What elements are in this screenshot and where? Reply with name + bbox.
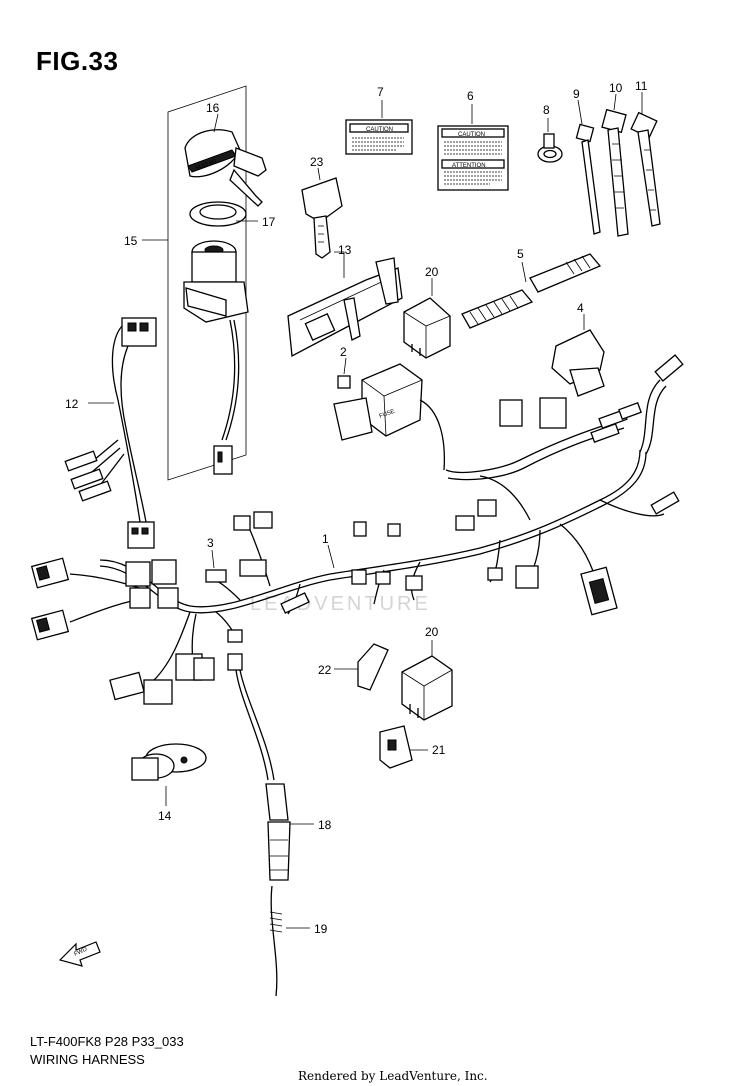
fuse-box-2: FUSE [333,363,446,471]
callout-6: 6 [467,89,474,103]
callout-18: 18 [318,818,332,832]
caution-label-6-text: CAUTION [458,132,485,138]
caution-label-7: CAUTION [345,119,413,155]
switch-14 [131,743,207,781]
callout-16: 16 [206,101,220,115]
callout-10: 10 [609,81,623,95]
callout-21: 21 [432,743,446,757]
callout-22: 22 [318,663,332,677]
callout-9: 9 [573,87,580,101]
callout-15: 15 [124,234,138,248]
callout-13: 13 [338,243,352,257]
cable-tie-11 [630,111,661,227]
sensor-18 [265,783,291,881]
section-name: WIRING HARNESS [30,1052,145,1067]
callout-4: 4 [577,301,584,315]
attention-label-text: ATTENTION [452,163,486,169]
callout-11: 11 [635,79,648,93]
callout-2: 2 [340,345,347,359]
boot-cover-4 [551,329,605,397]
fuse-text: FUSE [379,409,396,420]
bracket-22 [357,643,389,691]
watermark: LEADVENTURE [250,593,431,615]
relay-20-upper [403,297,451,359]
sub-harness-12 [64,317,157,549]
clamp-8 [537,133,563,163]
fwd-arrow-icon: FWD [58,941,101,967]
bracket-13 [287,257,403,358]
figure-title: FIG.33 [36,46,119,76]
connector-21 [379,725,413,769]
cable-tie-10 [601,108,629,237]
callout-14: 14 [158,809,172,823]
corrugated-tube-5 [461,253,602,329]
render-credit: Rendered by LeadVenture, Inc. [298,1069,488,1083]
callout-3: 3 [207,536,214,550]
main-wiring-harness-1 [30,354,684,781]
caution-label-6: CAUTION ATTENTION [437,125,509,191]
ignition-switch-group: SUZUKI [167,85,267,481]
caution-label-7-text: CAUTION [366,127,393,133]
cable-tie-9 [575,123,601,235]
callout-7: 7 [377,85,384,99]
model-code: LT-F400FK8 P28 P33_033 [30,1034,184,1049]
callout-19: 19 [314,922,328,936]
key-23 [301,177,343,259]
callout-5: 5 [517,247,524,261]
clamp-19 [269,885,283,997]
callout-8: 8 [543,103,550,117]
callout-23: 23 [310,155,324,169]
relay-20-lower [401,655,453,721]
callout-17: 17 [262,215,276,229]
callout-12: 12 [65,397,79,411]
callout-1: 1 [322,532,329,546]
callout-20-upper: 20 [425,265,439,279]
callout-20-lower: 20 [425,625,439,639]
fwd-text: FWD [73,946,89,957]
